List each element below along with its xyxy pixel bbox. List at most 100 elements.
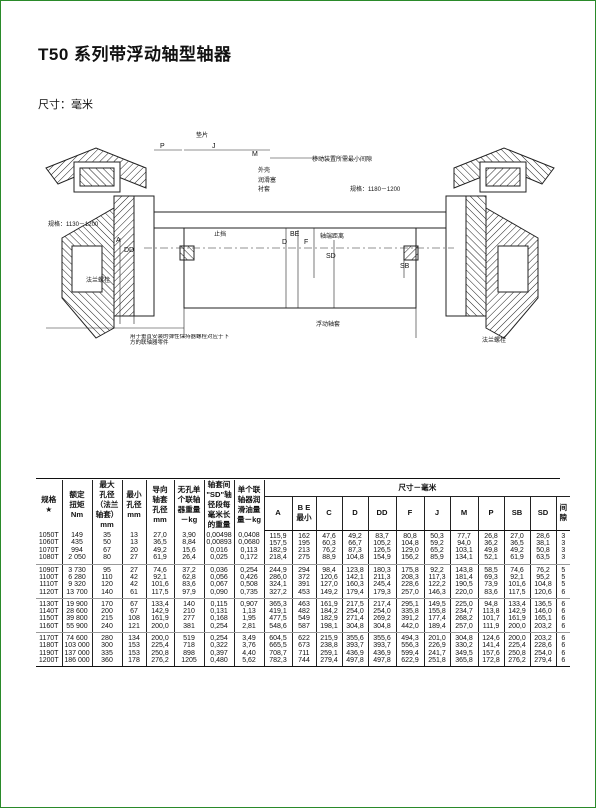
cell-pilot-bore: 74,6 92,1 101,6 117,5 [146,564,175,599]
cell-torque: 149 435 994 2 050 [62,530,93,565]
table-top-rule [36,478,560,479]
header-col-be: B E 最小 [292,496,317,531]
label-model-right: 规格：1180－1200 [350,185,401,193]
cell-max-bore: 170 200 215 240 [92,598,123,634]
cell-model: 1170T 1180T 1190T 1200T [36,632,63,668]
dim-letter-sd: SD [326,253,336,260]
label-gap-note: 移动装置所需最小间隙 [312,155,372,163]
cell-f: 494,3 556,3 599,4 622,9 [396,632,425,668]
dim-letter-m: M [252,151,258,158]
cell-d: 355,6 393,7 436,9 497,8 [342,632,369,668]
cell-a: 365,3 419,1 477,5 548,6 [264,598,293,634]
header-col-gap: 间 隙 [556,496,571,531]
header-pilot-bore: 导向 轴套 孔径 mm [146,480,175,530]
cell-sb: 200,0 225,4 250,8 276,2 [504,632,531,668]
dim-letter-p: P [160,143,165,150]
cell-weight: 3,90 8,84 15,6 26,4 [174,530,205,565]
cell-j: 149,5 155,8 177,4 189,4 [424,598,451,634]
cell-be: 294 372 391 453 [292,564,317,599]
header-col-j: J [424,496,451,531]
header-col-c: C [316,496,343,531]
cell-weight: 37,2 62,8 83,6 97,9 [174,564,205,599]
cell-be: 162 195 213 275 [292,530,317,565]
cell-d: 49,2 66,7 87,3 104,8 [342,530,369,565]
page-title: T50 系列带浮动轴型轴器 [38,45,232,64]
label-outer-sleeve: 外壳 [258,166,270,174]
cell-d: 217,5 254,0 271,4 304,8 [342,598,369,634]
cell-f: 295,1 335,8 391,2 442,0 [396,598,425,634]
label-flange-bolt-right: 法兰螺栓 [482,336,506,344]
cell-gap: 5 5 5 6 [556,564,571,599]
cell-min-bore: 134 153 153 178 [122,632,147,668]
cell-p: 58,5 69,3 73,9 83,6 [478,564,505,599]
cell-a: 115,9 157,5 182,9 218,4 [264,530,293,565]
header-lub-weight: 轴套间 "SD"轴 径段每 毫米长 的重量 [204,480,235,530]
cell-f: 175,8 208,3 228,6 257,0 [396,564,425,599]
cell-torque: 3 730 6 280 9 320 13 700 [62,564,93,599]
cell-torque: 19 900 28 600 39 800 55 900 [62,598,93,634]
cell-min-bore: 67 67 108 121 [122,598,147,634]
cell-lub-weight: 0,254 0,322 0,397 0,480 [204,632,235,668]
dim-letter-be: BE [290,231,300,238]
cell-a: 604,5 665,5 708,7 782,3 [264,632,293,668]
label-shaft-gap: 轴端距离 [320,232,344,240]
header-torque: 额定 扭矩 Nm [62,480,93,530]
drawing-svg: P J M A DD BE D F SD SB 垫片 移动装置所需最小间隙 外壳… [45,131,555,346]
header-min-bore: 最小 孔径 mm [122,480,147,530]
cell-dd: 355,6 393,7 436,9 497,8 [368,632,397,668]
header-col-d: D [342,496,369,531]
dim-letter-a: A [116,237,121,244]
cell-lub-qty: 0,254 0,426 0,508 0,735 [234,564,265,599]
cell-sd: 136,5 146,0 165,1 203,2 [530,598,557,634]
cell-max-bore: 95 110 120 140 [92,564,123,599]
cell-weight: 140 210 277 381 [174,598,205,634]
cell-j: 201,0 226,9 241,7 251,8 [424,632,451,668]
cell-m: 143,8 181,4 190,5 220,0 [450,564,479,599]
label-stop: 止挡 [214,230,226,238]
cell-lub-qty: 0,0408 0,0680 0,113 0,172 [234,530,265,565]
dim-letter-sb: SB [400,263,410,270]
cell-model: 1130T 1140T 1150T 1160T [36,598,63,634]
left-hub [45,147,155,339]
cell-gap: 6 6 6 6 [556,632,571,668]
cell-p: 124,6 141,4 157,6 172,8 [478,632,505,668]
cell-c: 161,9 184,2 182,9 198,1 [316,598,343,634]
cell-a: 244,9 286,0 324,1 327,2 [264,564,293,599]
cell-min-bore: 27 42 42 61 [122,564,147,599]
drawing-labels: 垫片 移动装置所需最小间隙 外壳 润滑塞 衬套 规格：1180－1200 止挡 … [48,131,506,344]
header-col-p: P [478,496,505,531]
cell-sd: 76,2 95,2 104,8 120,6 [530,564,557,599]
cell-sb: 74,6 92,1 101,6 117,5 [504,564,531,599]
coupling-note: 用于垂直安装的弹性保持器螺栓对应于下方的联轴器零件 [130,334,230,346]
header-col-f: F [396,496,425,531]
dimension-lines [46,149,417,338]
cell-j: 50,3 59,2 65,2 85,9 [424,530,451,565]
dimensions-unit-label: 尺寸：毫米 [38,99,93,111]
label-sleeve: 衬套 [258,185,270,193]
cell-p: 26,8 36,2 49,8 52,1 [478,530,505,565]
label-flange-bolt: 法兰螺栓 [86,276,110,284]
floating-shaft [144,211,454,309]
cell-pilot-bore: 27,0 36,5 49,2 61,9 [146,530,175,565]
cell-lub-weight: 0,00498 0,00893 0,016 0,025 [204,530,235,565]
cell-d: 123,8 142,1 160,3 179,4 [342,564,369,599]
label-floating-shaft: 浮动轴套 [316,320,340,328]
cell-dd: 180,3 211,3 245,4 179,3 [368,564,397,599]
header-col-a: A [264,496,293,531]
cell-pilot-bore: 133,4 142,9 161,9 200,0 [146,598,175,634]
dim-letter-d: D [282,239,287,246]
cell-c: 47,6 60,3 76,2 88,9 [316,530,343,565]
cell-f: 80,8 104,8 129,0 156,2 [396,530,425,565]
header-lub-qty: 单个联 轴器润 滑油量 量－kg [234,480,265,530]
header-dim-group: 尺寸－毫米 [264,480,571,498]
cell-max-bore: 35 50 67 80 [92,530,123,565]
cell-dd: 83,7 105,2 126,5 154,9 [368,530,397,565]
cell-c: 98,4 120,6 127,0 149,2 [316,564,343,599]
header-col-sd: SD [530,496,557,531]
label-model-left: 规格：1130－1200 [48,220,99,228]
cell-m: 77,7 94,0 103,1 134,1 [450,530,479,565]
